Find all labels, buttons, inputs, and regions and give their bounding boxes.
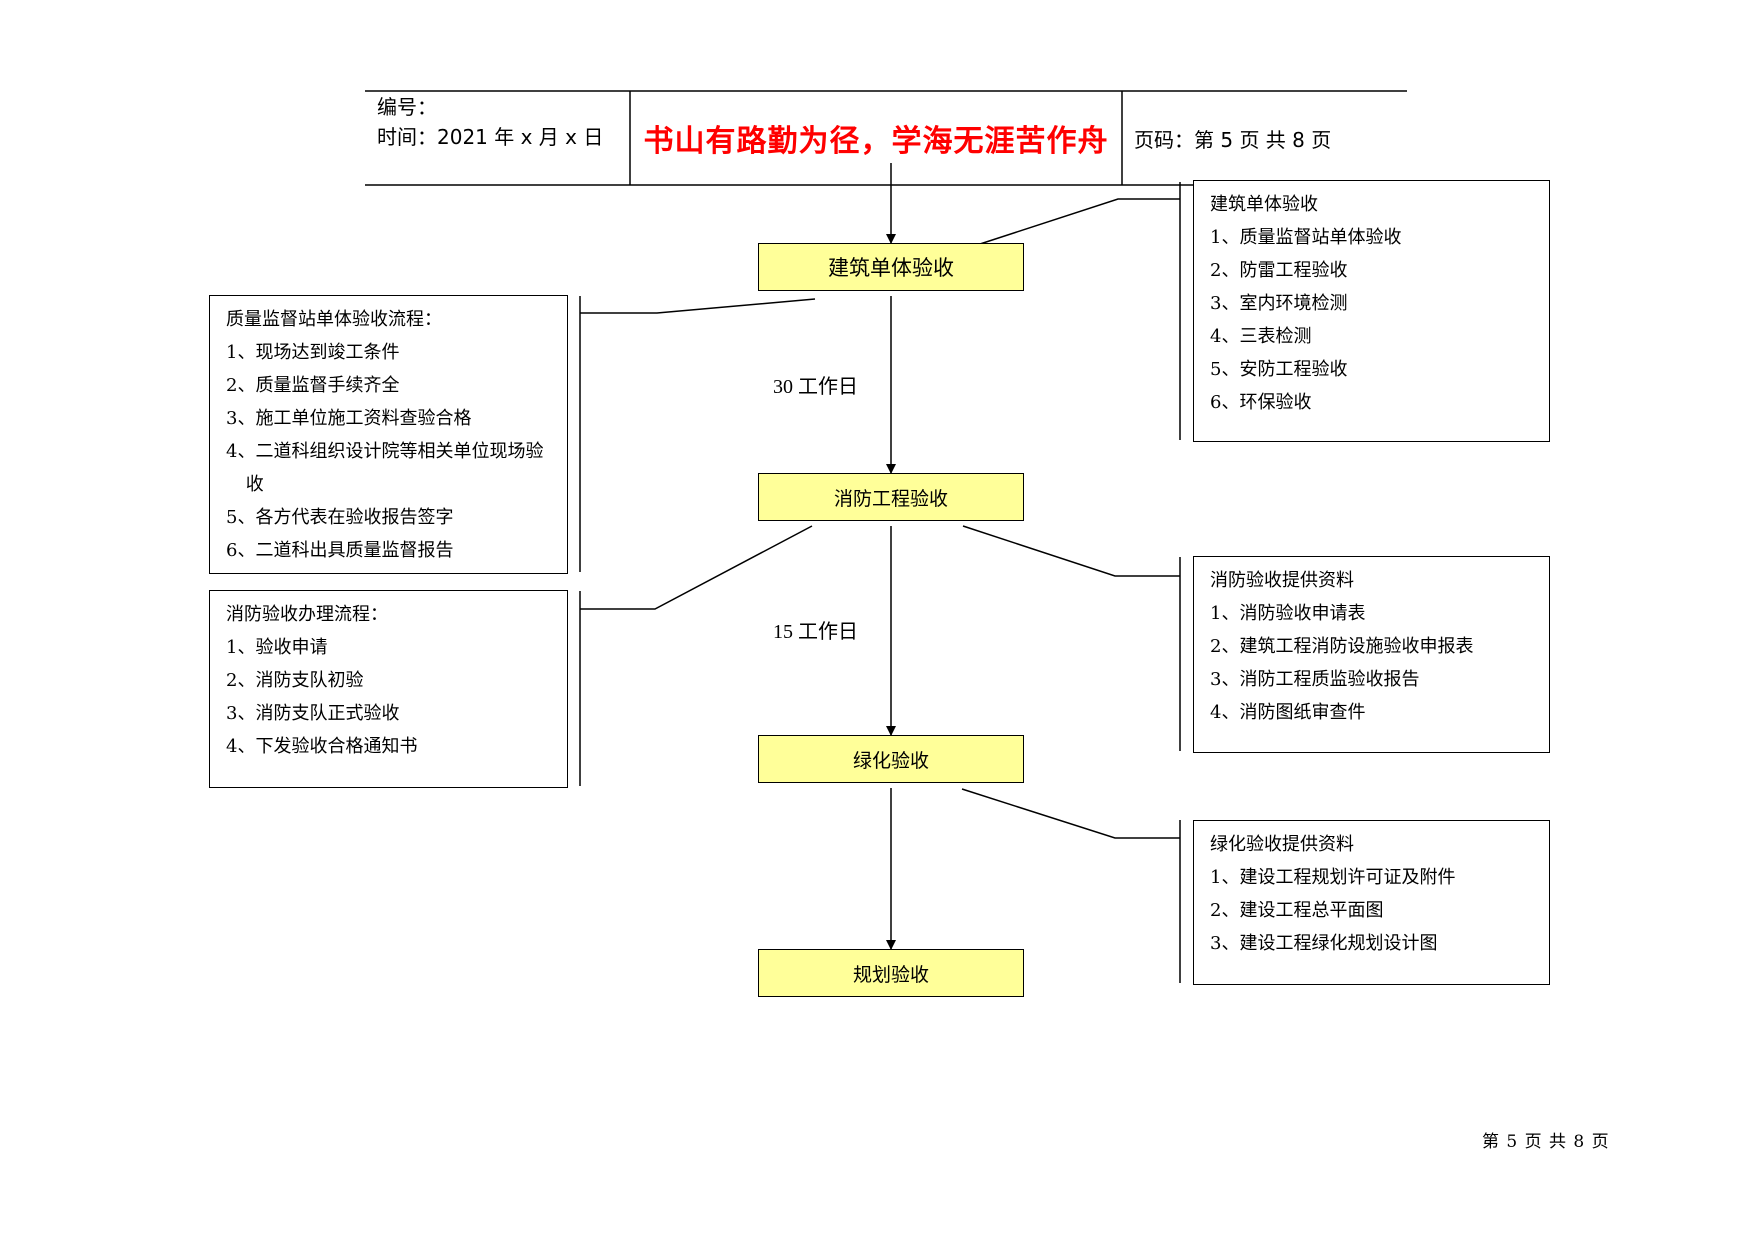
list-item: 3、消防工程质监验收报告 (1210, 669, 1420, 690)
list-item: 2、质量监督手续齐全 (226, 375, 400, 396)
list-item: 1、现场达到竣工条件 (226, 342, 400, 363)
list-item: 1、质量监督站单体验收 (1210, 227, 1402, 248)
duration-label-15: 15 工作日 (773, 621, 858, 643)
connector-fire-left (580, 525, 813, 610)
connector-building-left (580, 298, 816, 314)
box-quality-process: 质量监督站单体验收流程： 1、现场达到竣工条件 2、质量监督手续齐全 3、施工单… (209, 295, 568, 574)
node-green-acceptance: 绿化验收 (758, 735, 1024, 783)
header-motto: 书山有路勤为径，学海无涯苦作舟 (643, 124, 1109, 159)
header-motto-cell: 书山有路勤为径，学海无涯苦作舟 (630, 91, 1122, 185)
list-item: 2、建筑工程消防设施验收申报表 (1210, 636, 1474, 657)
duration-label-30: 30 工作日 (773, 376, 858, 398)
connector-fire-right (962, 525, 1180, 577)
list-item: 3、室内环境检测 (1210, 293, 1348, 314)
box-green-documents: 绿化验收提供资料 1、建设工程规划许可证及附件 2、建设工程总平面图 3、建设工… (1193, 820, 1550, 985)
connector-building-right (979, 198, 1180, 245)
box-fire-documents: 消防验收提供资料 1、消防验收申请表 2、建筑工程消防设施验收申报表 3、消防工… (1193, 556, 1550, 753)
list-item: 1、验收申请 (226, 637, 328, 658)
item-list: 1、质量监督站单体验收 2、防雷工程验收 3、室内环境检测 4、三表检测 5、安… (1210, 221, 1533, 419)
document-number-label: 编号： (377, 95, 437, 119)
list-item: 2、防雷工程验收 (1210, 260, 1348, 281)
list-item: 6、环保验收 (1210, 392, 1312, 413)
list-item: 3、消防支队正式验收 (226, 703, 400, 724)
footer-page-number: 第 5 页 共 8 页 (1482, 1132, 1610, 1152)
item-list: 1、建设工程规划许可证及附件 2、建设工程总平面图 3、建设工程绿化规划设计图 (1210, 861, 1533, 960)
list-item: 3、建设工程绿化规划设计图 (1210, 933, 1438, 954)
box-building-acceptance-items: 建筑单体验收 1、质量监督站单体验收 2、防雷工程验收 3、室内环境检测 4、三… (1193, 180, 1550, 442)
list-item: 4、下发验收合格通知书 (226, 736, 418, 757)
list-item: 5、各方代表在验收报告签字 (226, 507, 454, 528)
item-list: 1、验收申请 2、消防支队初验 3、消防支队正式验收 4、下发验收合格通知书 (226, 631, 551, 763)
list-item: 1、建设工程规划许可证及附件 (1210, 867, 1456, 888)
item-list: 1、消防验收申请表 2、建筑工程消防设施验收申报表 3、消防工程质监验收报告 4… (1210, 597, 1533, 729)
node-building-acceptance: 建筑单体验收 (758, 243, 1024, 291)
list-item: 2、建设工程总平面图 (1210, 900, 1384, 921)
node-planning-acceptance: 规划验收 (758, 949, 1024, 997)
list-item: 6、二道科出具质量监督报告 (226, 540, 454, 561)
node-fire-acceptance: 消防工程验收 (758, 473, 1024, 521)
box-title: 建筑单体验收 (1210, 194, 1318, 215)
list-item: 3、施工单位施工资料查验合格 (226, 408, 472, 429)
box-title: 质量监督站单体验收流程： (226, 309, 442, 330)
list-item: 4、二道科组织设计院等相关单位现场验收 (226, 441, 544, 495)
box-title: 消防验收提供资料 (1210, 570, 1354, 591)
header-page-number: 页码：第 5 页 共 8 页 (1134, 127, 1332, 152)
list-item: 5、安防工程验收 (1210, 359, 1348, 380)
list-item: 2、消防支队初验 (226, 670, 364, 691)
box-title: 绿化验收提供资料 (1210, 834, 1354, 855)
item-list: 1、现场达到竣工条件 2、质量监督手续齐全 3、施工单位施工资料查验合格 4、二… (226, 336, 551, 567)
connector-green-right (961, 788, 1180, 839)
header-info: 编号： 时间：2021 年 x 月 x 日 (365, 91, 630, 185)
box-fire-process: 消防验收办理流程： 1、验收申请 2、消防支队初验 3、消防支队正式验收 4、下… (209, 590, 568, 788)
list-item: 1、消防验收申请表 (1210, 603, 1366, 624)
list-item: 4、消防图纸审查件 (1210, 702, 1366, 723)
box-title: 消防验收办理流程： (226, 604, 388, 625)
list-item: 4、三表检测 (1210, 326, 1312, 347)
document-date-label: 时间：2021 年 x 月 x 日 (377, 125, 604, 149)
